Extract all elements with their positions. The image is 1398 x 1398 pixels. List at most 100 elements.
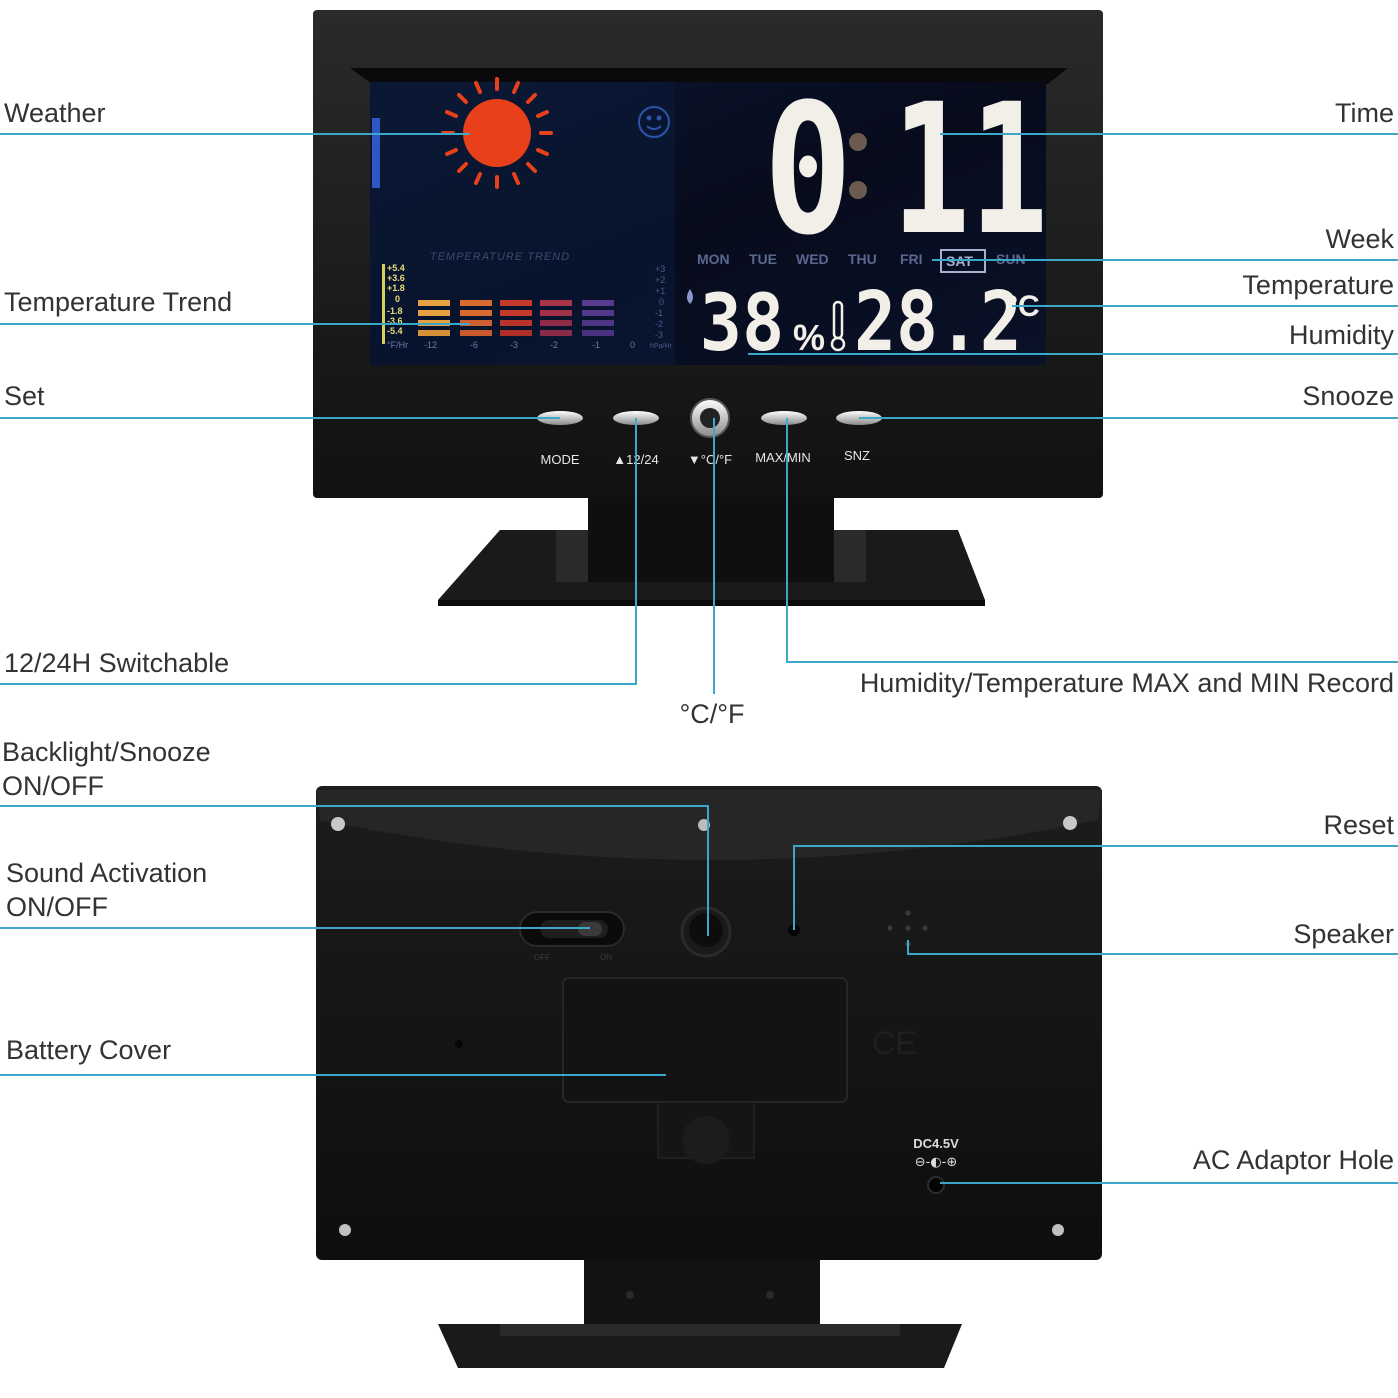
trend-right-label: 0 — [659, 297, 664, 307]
trend-bar — [582, 310, 614, 316]
trend-bar — [418, 310, 450, 316]
temperature-value: 28.2 — [854, 273, 1022, 369]
back-stand-neck — [584, 1250, 820, 1330]
leader-maxmin — [786, 418, 1398, 663]
trend-bar — [582, 300, 614, 306]
front-stand-slot-left — [556, 530, 588, 582]
trend-right-scale: +3 +2 +1 0 -1 -2 -3 hPa/Hr — [650, 264, 672, 350]
weekday-label: TUE — [749, 251, 777, 267]
label-speaker: Speaker — [1293, 919, 1394, 949]
trend-hour-label: 0 — [630, 340, 635, 350]
dc-rating-label: DC4.5V — [913, 1136, 959, 1151]
label-temperature: Temperature — [1242, 270, 1394, 300]
leader-switchable — [0, 418, 637, 685]
trend-scale-bar — [382, 264, 385, 344]
label-week: Week — [1325, 224, 1394, 254]
screw-icon — [331, 817, 345, 831]
label-sound-line1: Sound Activation — [6, 858, 208, 888]
trend-scale-label: -5.4 — [387, 326, 403, 336]
maxmin-button[interactable] — [761, 411, 807, 425]
back-stand-base-lip — [500, 1324, 900, 1336]
weekday-label: THU — [848, 251, 877, 267]
leader-lines — [0, 133, 1398, 1184]
weekday-label: FRI — [900, 251, 923, 267]
switch-on-label: ON — [600, 953, 612, 962]
humidity-unit: % — [793, 317, 825, 358]
label-maxmin-record: Humidity/Temperature MAX and MIN Record — [859, 668, 1394, 698]
trend-bar — [418, 300, 450, 306]
weekday-label: MON — [697, 251, 730, 267]
trend-bar — [540, 300, 572, 306]
trend-scale-label: +5.4 — [387, 263, 405, 273]
unit-toggle-button-center — [700, 408, 720, 428]
label-reset: Reset — [1323, 810, 1394, 840]
droplet-icon — [687, 289, 693, 304]
trend-bar — [540, 330, 572, 336]
switch-off-label: OFF — [534, 953, 550, 962]
trend-title: TEMPERATURE TREND — [430, 251, 570, 263]
stand-hole — [766, 1291, 774, 1299]
humidity-value: 38 — [700, 279, 785, 369]
trend-hour-label: -6 — [470, 340, 478, 350]
trend-hour-label: -12 — [424, 340, 437, 350]
label-time: Time — [1335, 98, 1394, 128]
trend-hour-label: -2 — [550, 340, 558, 350]
trend-scale-label: -1.8 — [387, 306, 403, 316]
label-temperature-trend: Temperature Trend — [4, 287, 233, 317]
trend-bars — [418, 300, 614, 336]
smiley-icon — [638, 106, 670, 138]
trend-bar — [500, 300, 532, 306]
clock-minute: 11 — [892, 64, 1048, 274]
front-stand-slot-right — [834, 530, 866, 582]
leader-speaker — [907, 940, 1398, 955]
label-backlight-line2: ON/OFF — [2, 771, 104, 801]
sun-icon — [441, 77, 553, 189]
front-stand-base-edge — [438, 600, 985, 606]
trend-bar — [418, 330, 450, 336]
label-backlight-line1: Backlight/Snooze — [2, 737, 211, 767]
maxmin-button-label: MAX/MIN — [755, 450, 811, 465]
trend-hour-label: °F/Hr — [387, 340, 408, 350]
trend-bar — [540, 310, 572, 316]
unit-button-label: ▼°C/°F — [688, 452, 732, 467]
label-sound-line2: ON/OFF — [6, 892, 108, 922]
clock-hour: 0 — [764, 65, 853, 275]
trend-right-unit: hPa/Hr — [650, 343, 672, 350]
label-battery-cover: Battery Cover — [6, 1035, 172, 1065]
label-celsius-fahrenheit: °C/°F — [679, 699, 745, 729]
trend-bar — [460, 300, 492, 306]
screw-icon — [1052, 1224, 1064, 1236]
trend-hour-label: -1 — [592, 340, 600, 350]
trend-right-label: +1 — [655, 286, 665, 296]
trend-bar — [540, 320, 572, 326]
clock-colon-bottom — [849, 181, 867, 199]
front-stand-neck — [588, 492, 834, 582]
trend-scale-label: +1.8 — [387, 283, 405, 293]
label-snooze: Snooze — [1302, 381, 1394, 411]
leader-backlight — [0, 805, 709, 936]
trend-right-label: +3 — [655, 264, 665, 274]
battery-cover-latch-knob — [682, 1116, 730, 1164]
trend-right-label: -1 — [655, 308, 663, 318]
trend-bar — [460, 330, 492, 336]
label-humidity: Humidity — [1288, 320, 1394, 350]
trend-right-label: -2 — [655, 319, 663, 329]
leader-reset — [793, 845, 1398, 930]
lcd-glow-left — [372, 118, 380, 188]
ac-adaptor-jack[interactable] — [927, 1176, 945, 1194]
trend-right-label: +2 — [655, 275, 665, 285]
trend-bar — [582, 330, 614, 336]
label-weather: Weather — [4, 98, 106, 128]
label-set: Set — [4, 381, 45, 411]
dc-polarity-icon: ⊖-◐-⊕ — [915, 1155, 958, 1170]
weekday-label: WED — [796, 251, 829, 267]
trend-bar — [500, 320, 532, 326]
trend-scale-label: 0 — [395, 294, 400, 304]
trend-bar — [460, 320, 492, 326]
switch-labels: OFF ON — [534, 953, 612, 962]
trend-bar — [500, 330, 532, 336]
trend-right-label: -3 — [655, 330, 663, 340]
snooze-button-label: SNZ — [844, 448, 870, 463]
battery-cover[interactable] — [562, 977, 848, 1103]
